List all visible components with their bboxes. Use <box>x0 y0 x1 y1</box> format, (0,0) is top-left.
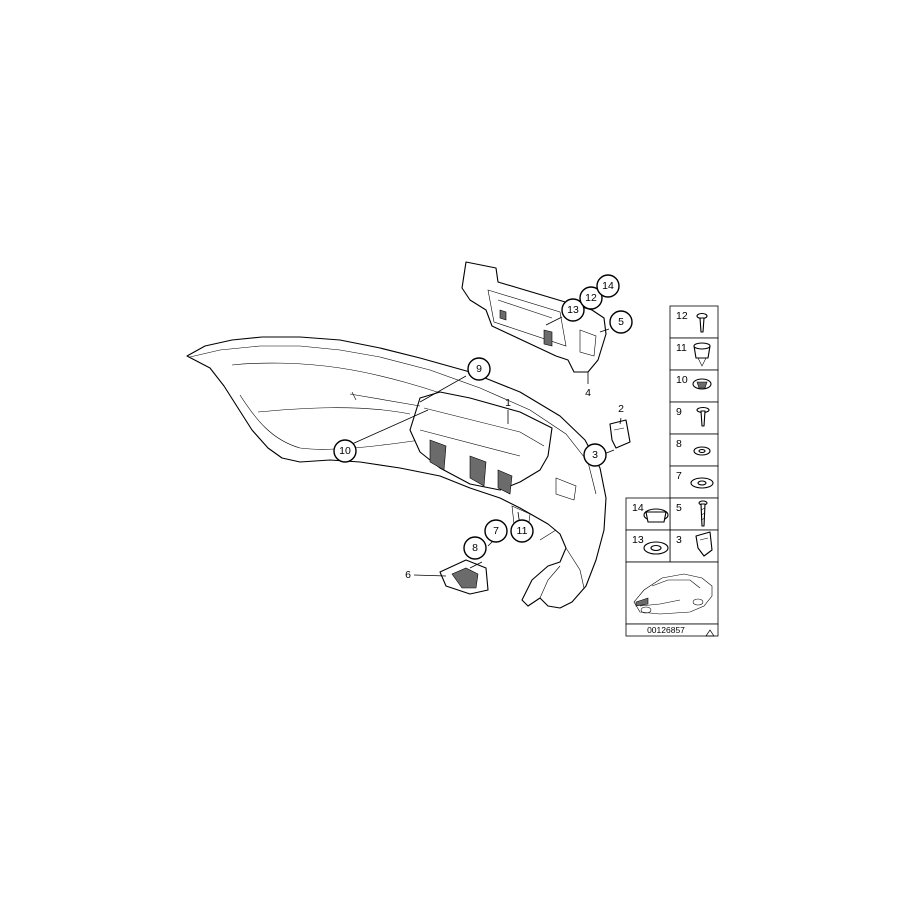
grid-label-11: 11 <box>676 342 687 354</box>
callout-13: 13 <box>561 298 585 322</box>
callout-12-number: 12 <box>585 292 597 304</box>
diagram-number: 00126857 <box>647 625 685 635</box>
grid-label-9: 9 <box>676 406 682 418</box>
label-6: 6 <box>405 569 411 581</box>
car-thumbnail-cell <box>625 561 719 625</box>
diagram-number-cell <box>625 623 719 637</box>
warning-triangle-icon <box>705 629 715 637</box>
callout-7-number: 7 <box>493 525 499 537</box>
callout-14-number: 14 <box>602 280 614 292</box>
bumper-cover <box>186 336 607 609</box>
callout-14: 14 <box>596 274 620 298</box>
label-2: 2 <box>618 403 624 415</box>
callout-7: 7 <box>484 519 508 543</box>
grid-label-7: 7 <box>676 470 682 482</box>
callout-12: 12 <box>579 286 603 310</box>
callout-8-number: 8 <box>472 542 478 554</box>
callout-8: 8 <box>463 536 487 560</box>
guide-bracket-6 <box>439 559 489 595</box>
expanding-rivet-11-icon <box>693 342 711 367</box>
grid-cell-11 <box>669 337 719 371</box>
grid-label-10: 10 <box>676 374 688 386</box>
bracket-clip-2 <box>609 419 631 449</box>
callout-9-number: 9 <box>476 363 482 375</box>
callout-3: 3 <box>583 443 607 467</box>
car-thumbnail-icon <box>633 573 713 615</box>
grommet-14-icon <box>643 508 669 523</box>
clip-nut-10-icon <box>692 378 712 390</box>
license-plate-bracket <box>461 261 607 373</box>
grid-label-3: 3 <box>676 534 682 546</box>
callout-10: 10 <box>333 439 357 463</box>
grid-label-13: 13 <box>632 534 644 546</box>
label-4: 4 <box>585 387 591 399</box>
grid-cell-9 <box>669 401 719 435</box>
grid-label-5: 5 <box>676 502 682 514</box>
washer-13-icon <box>643 541 669 555</box>
callout-11: 11 <box>510 519 534 543</box>
callout-11-number: 11 <box>517 525 528 537</box>
screw-5-icon <box>698 500 708 527</box>
callout-5-number: 5 <box>618 316 624 328</box>
grid-label-14: 14 <box>632 502 644 514</box>
callout-10-number: 10 <box>339 445 351 457</box>
callout-5: 5 <box>609 310 633 334</box>
washer-8-icon <box>693 446 711 456</box>
grommet-7-icon <box>690 477 714 489</box>
callout-3-number: 3 <box>592 449 598 461</box>
label-1: 1 <box>505 397 511 409</box>
grid-cell-5 <box>669 497 719 531</box>
pin-9-icon <box>696 406 710 427</box>
callout-13-number: 13 <box>567 304 579 316</box>
clip-3-icon <box>695 531 713 557</box>
grid-label-8: 8 <box>676 438 682 450</box>
grid-label-12: 12 <box>676 310 688 322</box>
callout-9: 9 <box>467 357 491 381</box>
screw-12-icon <box>696 312 708 333</box>
